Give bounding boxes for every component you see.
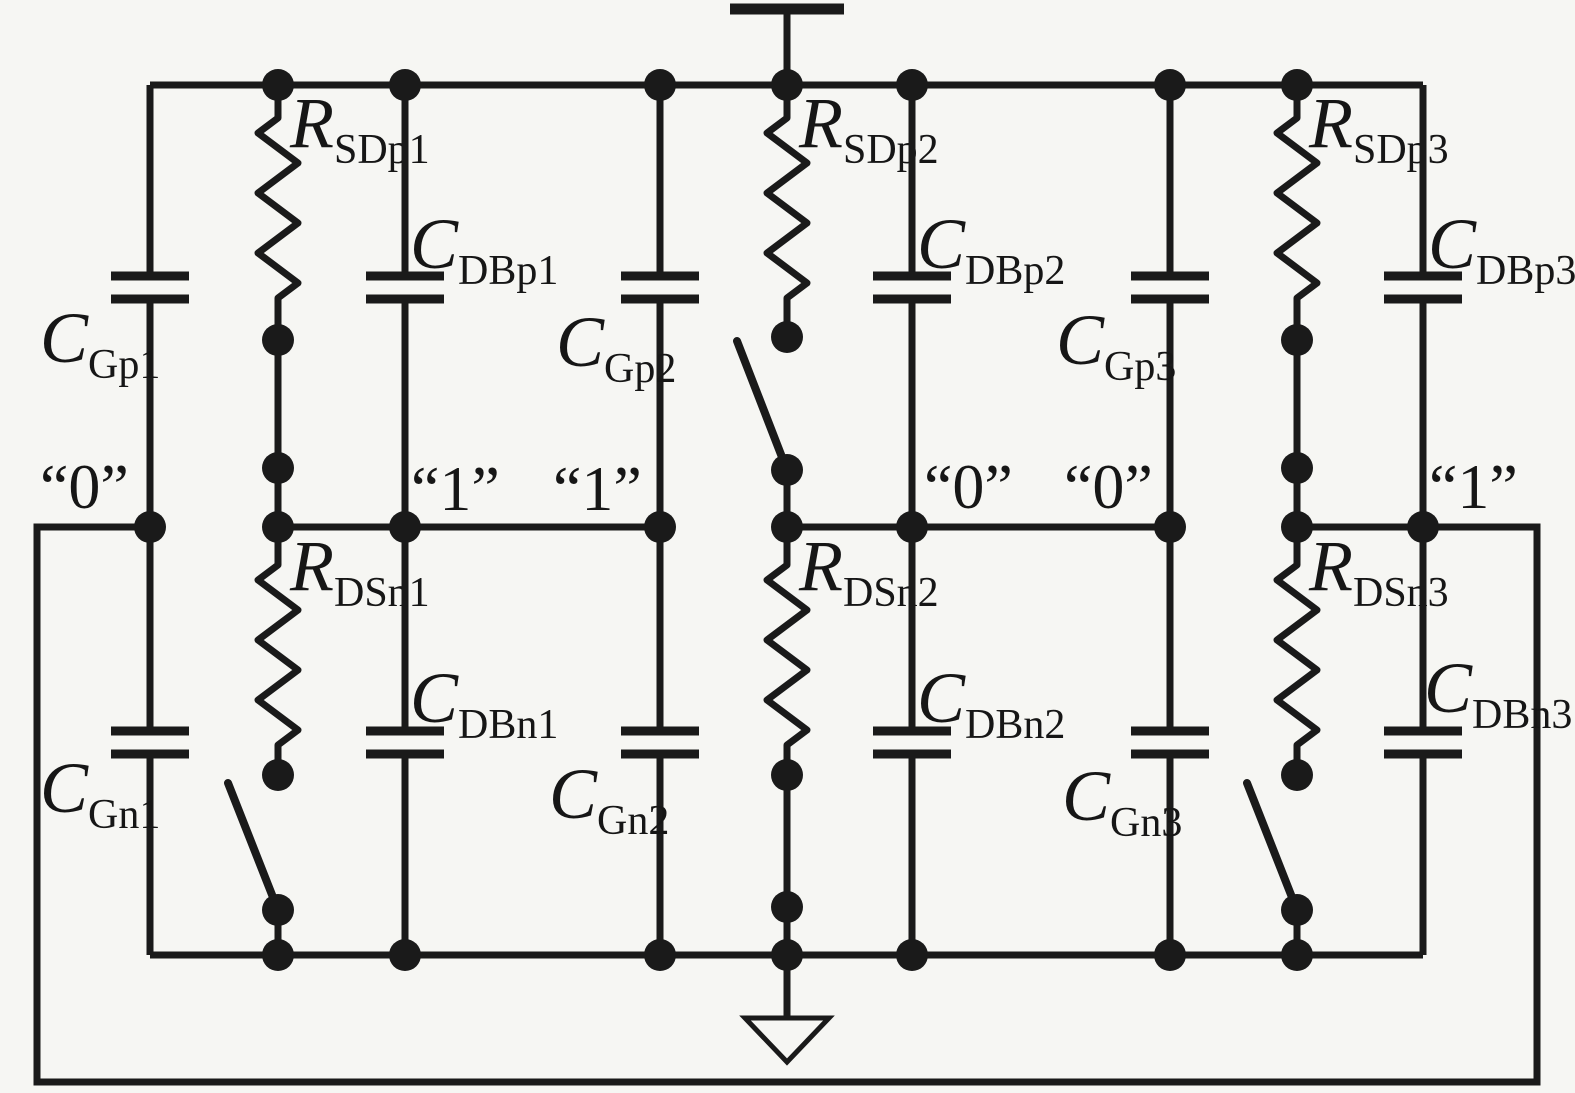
junction-dots xyxy=(134,69,1439,971)
capacitor-cdbp1: CDBp1 xyxy=(366,85,558,527)
switch-nmos3 xyxy=(1243,779,1301,955)
label-rsdp2: RSDp2 xyxy=(798,83,939,173)
capacitor-cdbp3: CDBp3 xyxy=(1384,85,1575,527)
capacitor-cgp1: CGp1 xyxy=(40,85,189,527)
resistor-rsdp1: RSDp1 xyxy=(254,81,430,344)
capacitor-cgn3: CGn3 xyxy=(1062,527,1209,955)
label-cgn2: CGn2 xyxy=(549,754,669,844)
capacitor-cgp2: CGp2 xyxy=(556,85,699,527)
capacitor-cdbn2: CDBn2 xyxy=(873,527,1065,955)
capacitor-cdbp2: CDBp2 xyxy=(873,85,1065,527)
label-cgn3: CGn3 xyxy=(1062,756,1182,846)
ground-triangle-icon xyxy=(739,955,835,1066)
label-node-output1-right: “1” xyxy=(553,453,642,524)
resistor-rdsn3: RDSn3 xyxy=(1273,523,1449,779)
label-cgp3: CGp3 xyxy=(1056,300,1176,390)
resistor-rsdp2: RSDp2 xyxy=(763,81,939,341)
label-cdbn2: CDBn2 xyxy=(917,658,1065,748)
label-node-output1-left: “1” xyxy=(411,453,500,524)
label-cdbp3: CDBp3 xyxy=(1428,204,1575,294)
switch-nmos1 xyxy=(224,779,282,955)
label-rsdp3: RSDp3 xyxy=(1308,83,1449,173)
label-cgn1: CGn1 xyxy=(40,748,160,838)
capacitor-cdbn1: CDBn1 xyxy=(366,527,558,955)
label-cgp2: CGp2 xyxy=(556,302,676,392)
label-node-output3: “1” xyxy=(1429,451,1518,522)
capacitor-cgn2: CGn2 xyxy=(549,527,699,955)
label-node-input1: “0” xyxy=(40,451,129,522)
feedback-loop-wire xyxy=(33,523,1541,1086)
label-rdsn1: RDSn1 xyxy=(289,526,430,616)
resistor-rsdp3: RSDp3 xyxy=(1273,81,1449,344)
label-cdbn3: CDBn3 xyxy=(1424,648,1572,738)
switch-pmos2 xyxy=(733,337,791,527)
label-cgp1: CGp1 xyxy=(40,298,160,388)
capacitor-cgp3: CGp3 xyxy=(1056,85,1209,527)
capacitor-cgn1: CGn1 xyxy=(40,527,189,955)
label-rdsn3: RDSn3 xyxy=(1308,526,1449,616)
label-cdbn1: CDBn1 xyxy=(410,658,558,748)
label-node-output2-right: “0” xyxy=(1064,451,1153,522)
resistor-rdsn1: RDSn1 xyxy=(254,523,430,779)
capacitor-cdbn3: CDBn3 xyxy=(1384,527,1572,955)
label-rdsn2: RDSn2 xyxy=(798,526,939,616)
label-rsdp1: RSDp1 xyxy=(289,83,430,173)
label-node-output2-left: “0” xyxy=(924,451,1013,522)
label-cdbp1: CDBp1 xyxy=(410,204,558,294)
label-cdbp2: CDBp2 xyxy=(917,204,1065,294)
resistor-rdsn2: RDSn2 xyxy=(763,523,939,779)
